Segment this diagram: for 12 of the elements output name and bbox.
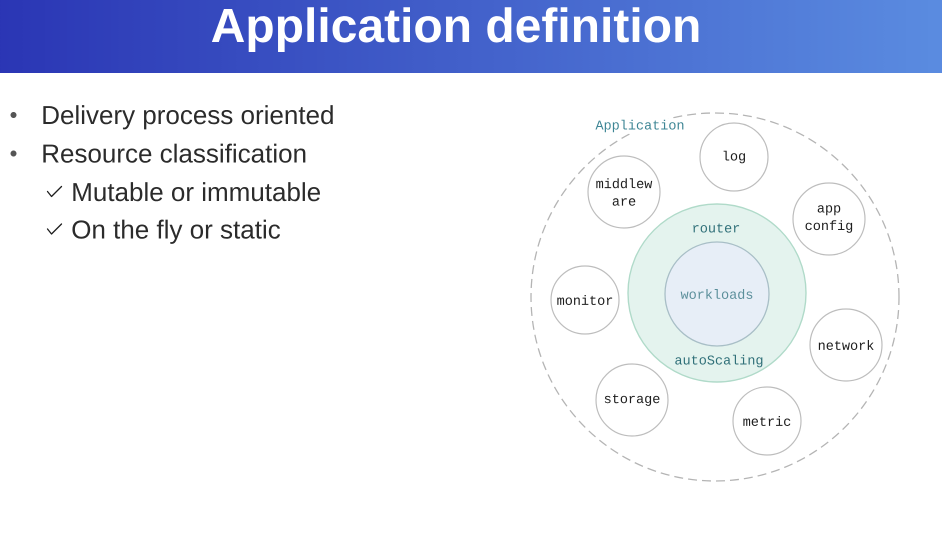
list-item-text: Mutable or immutable: [73, 182, 320, 202]
list-item-text: Resource classification: [43, 144, 306, 163]
circle-node: app config: [792, 182, 866, 256]
circle-node: middlew are: [587, 155, 661, 229]
list-item-text: On the fly or static: [72, 220, 280, 244]
circle-node: log: [699, 122, 769, 192]
circle-node: storage: [595, 363, 669, 437]
list-item-text: Delivery process oriented: [43, 105, 333, 130]
circle-node: monitor: [550, 265, 620, 335]
circle-node: network: [809, 308, 883, 382]
circle-node: metric: [732, 386, 802, 456]
slide-title: Application definition: [212, 7, 698, 52]
